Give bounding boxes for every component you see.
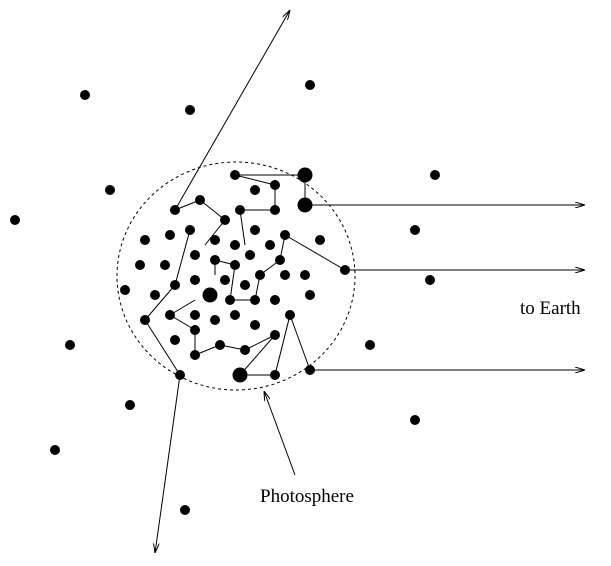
particle-dot: [230, 260, 240, 270]
particle-dot: [215, 340, 225, 350]
particle-dot: [105, 185, 115, 195]
particle-dot: [250, 320, 260, 330]
to-earth-label: to Earth: [520, 298, 581, 319]
particle-dot: [245, 250, 255, 260]
particle-dot: [50, 445, 60, 455]
escaping-photon-arrow: [174, 10, 290, 211]
photon-path-segment: [274, 314, 291, 376]
particle-dot: [170, 280, 180, 290]
particle-dot: [270, 330, 280, 340]
particle-dot: [315, 235, 325, 245]
particle-dot: [270, 295, 280, 305]
particle-dot: [270, 180, 280, 190]
particle-dot: [65, 340, 75, 350]
particle-dot: [230, 240, 240, 250]
particle-dot: [10, 215, 20, 225]
particle-dot: [305, 290, 315, 300]
particle-dot: [425, 275, 435, 285]
escaping-photon-arrow: [155, 374, 181, 553]
photon-path-segment: [284, 234, 346, 271]
particle-dot: [225, 295, 235, 305]
particle-dot: [285, 310, 295, 320]
particle-dot: [240, 280, 250, 290]
photosphere-pointer-arrow: [264, 391, 296, 476]
particle-dot: [265, 240, 275, 250]
particle-dot: [365, 340, 375, 350]
particle-dot: [190, 250, 200, 260]
particles: [10, 80, 440, 515]
photon-path-segment: [174, 229, 191, 286]
particle-dot: [175, 370, 185, 380]
particle-dot: [140, 315, 150, 325]
particle-dot: [270, 205, 280, 215]
particle-dot: [210, 235, 220, 245]
particle-dot: [240, 345, 250, 355]
particle-dot: [410, 415, 420, 425]
photon-path-segment: [239, 334, 276, 376]
large-particle-dot: [202, 287, 218, 303]
particle-dot: [220, 215, 230, 225]
particle-dot: [235, 205, 245, 215]
particle-dot: [190, 310, 200, 320]
particle-dot: [165, 230, 175, 240]
particle-dot: [140, 235, 150, 245]
photon-path-segment: [204, 219, 226, 246]
photon-path-segment: [289, 314, 311, 371]
particle-dot: [125, 400, 135, 410]
particle-dot: [135, 260, 145, 270]
particle-dot: [410, 225, 420, 235]
photosphere-boundary: [116, 161, 356, 391]
particle-dot: [305, 80, 315, 90]
particle-dot: [280, 230, 290, 240]
particle-dot: [220, 275, 230, 285]
particle-dot: [210, 315, 220, 325]
particle-dot: [280, 270, 290, 280]
large-particle-dot: [297, 197, 313, 213]
particle-dot: [430, 170, 440, 180]
particle-dot: [150, 290, 160, 300]
particle-dot: [190, 350, 200, 360]
large-particle-dot: [232, 367, 248, 383]
photon-path-segment: [229, 264, 236, 301]
particle-dot: [170, 205, 180, 215]
particle-dot: [165, 310, 175, 320]
particle-dot: [120, 285, 130, 295]
particle-dot: [180, 505, 190, 515]
particle-dot: [305, 365, 315, 375]
particle-dot: [300, 270, 310, 280]
particle-dot: [190, 275, 200, 285]
particle-dot: [255, 270, 265, 280]
photon-path-segment: [234, 174, 276, 186]
particle-dot: [185, 105, 195, 115]
particle-dot: [230, 310, 240, 320]
escape-arrows: [155, 10, 585, 553]
particle-dot: [250, 225, 260, 235]
photosphere-label: Photosphere: [260, 486, 354, 507]
particle-dot: [195, 195, 205, 205]
particle-dot: [270, 370, 280, 380]
large-particle-dot: [297, 167, 313, 183]
particle-dot: [210, 255, 220, 265]
photon-path-segment: [144, 319, 181, 376]
particle-dot: [190, 325, 200, 335]
photon-path-segment: [144, 284, 176, 321]
particle-dot: [340, 265, 350, 275]
particle-dot: [250, 295, 260, 305]
photon-path-segment: [199, 199, 226, 221]
particle-dot: [230, 170, 240, 180]
particle-dot: [80, 90, 90, 100]
photon-path-segment: [239, 209, 246, 246]
particle-dot: [170, 335, 180, 345]
particle-dot: [160, 260, 170, 270]
particle-dot: [185, 225, 195, 235]
particle-dot: [275, 255, 285, 265]
photon-path-segment: [244, 334, 276, 351]
particle-dot: [250, 185, 260, 195]
